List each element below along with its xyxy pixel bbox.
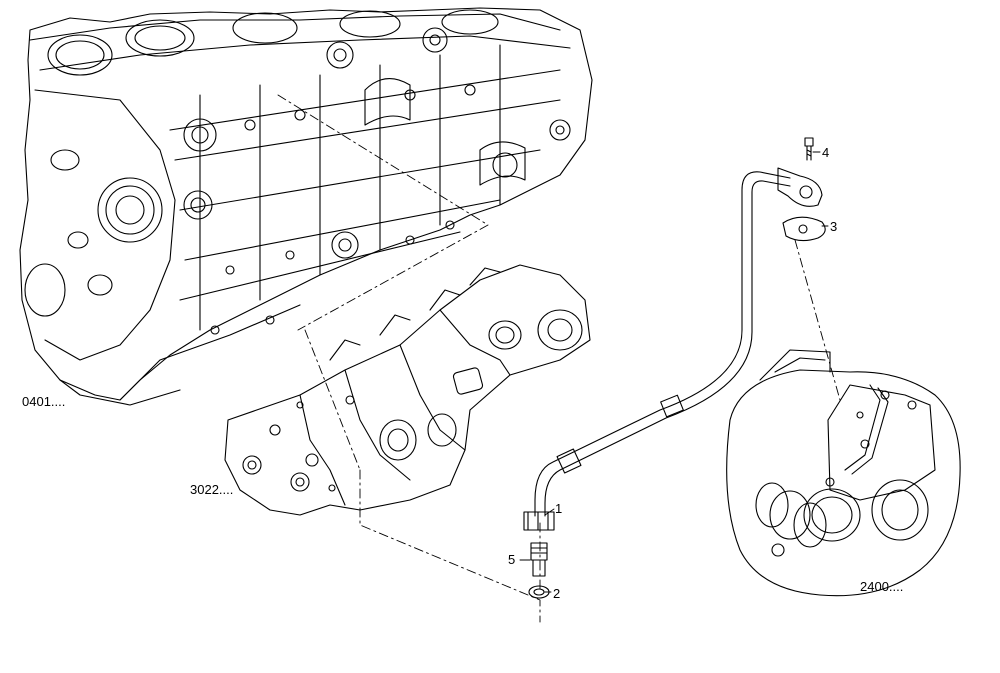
- screw-part: [804, 137, 814, 161]
- turbocharger-drawing: [726, 349, 961, 597]
- oil-feed-pipe: [523, 167, 823, 531]
- engine-block-label[interactable]: 0401....: [22, 394, 66, 409]
- gasket-top-part: [782, 216, 826, 242]
- turbocharger-label[interactable]: 2400....: [860, 579, 904, 594]
- callout-1-pipe: 1: [555, 501, 563, 516]
- callout-3-gasket: 3: [830, 219, 838, 234]
- union-fitting-part: [530, 542, 548, 577]
- callout-leaders: [519, 151, 829, 593]
- engine-block-drawing: [19, 7, 593, 406]
- assembly-centerlines: [277, 94, 841, 623]
- callout-5-union: 5: [508, 552, 516, 567]
- callout-4-screw: 4: [822, 145, 830, 160]
- oil-filter-housing-label[interactable]: 3022....: [190, 482, 234, 497]
- callout-2-washer: 2: [553, 586, 561, 601]
- oil-filter-housing-drawing: [224, 264, 591, 516]
